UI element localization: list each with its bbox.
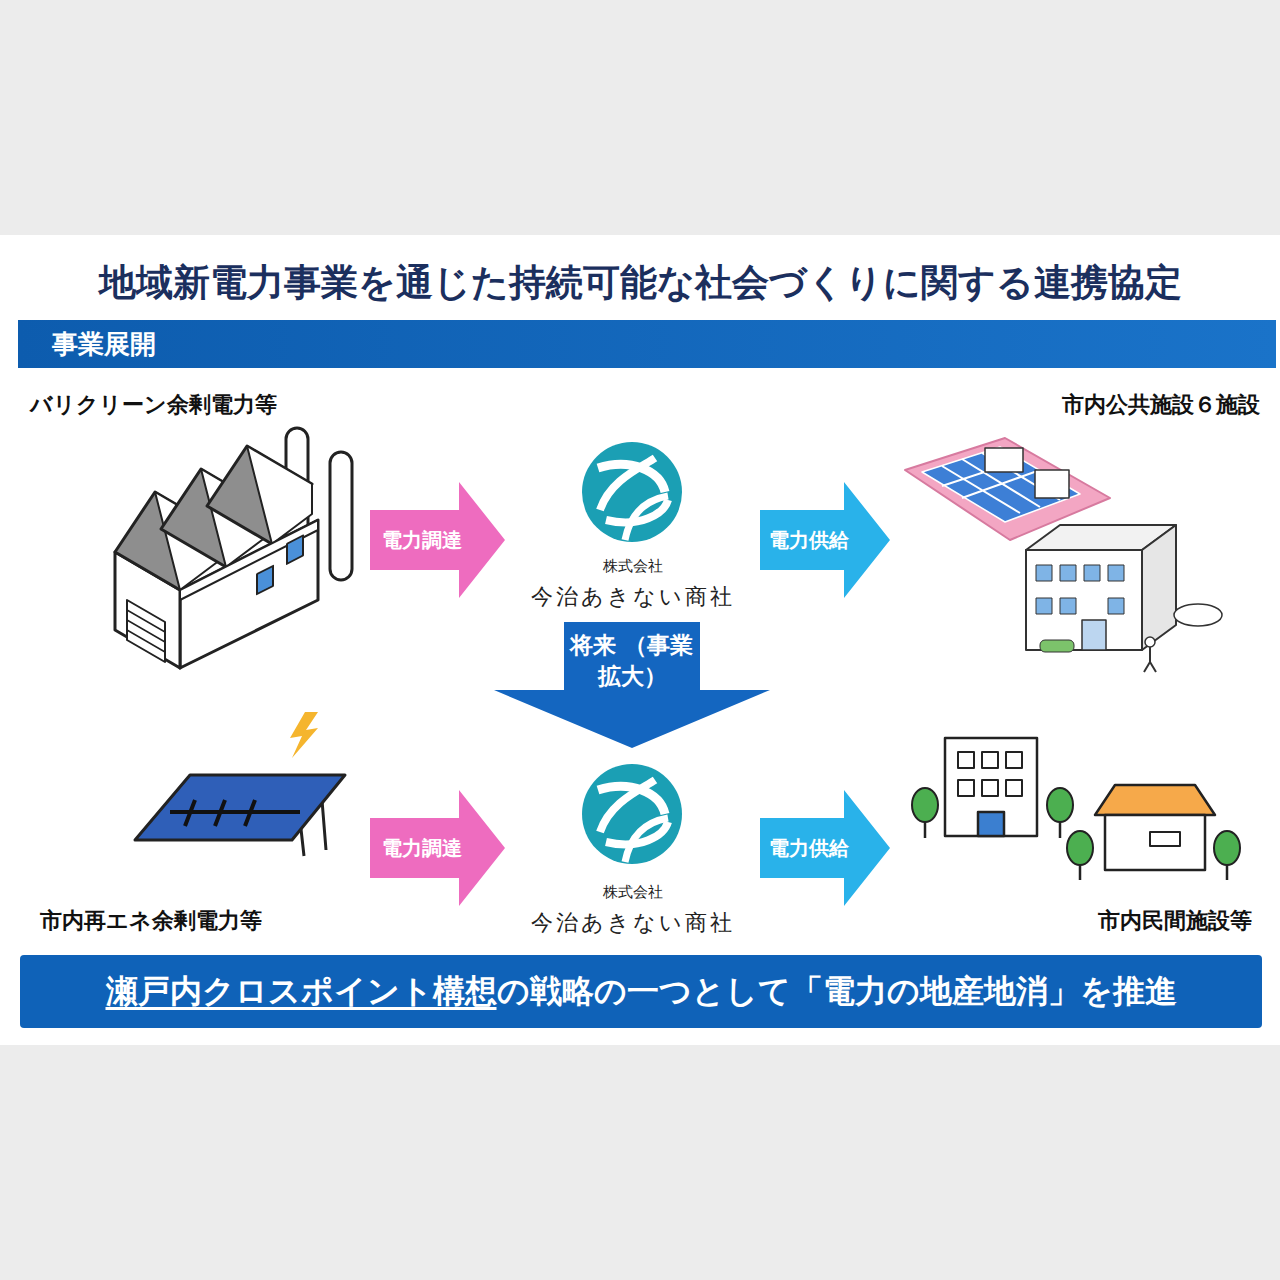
- flow-arrow: [370, 790, 505, 906]
- summary-band: 瀬戸内クロスポイント構想の戦略の一つとして「電力の地産地消」を推進: [20, 955, 1262, 1028]
- node-label: バリクリーン余剰電力等: [30, 390, 277, 420]
- company-node: 株式会社今治あきない商社: [515, 445, 750, 612]
- company-type: 株式会社: [603, 557, 663, 576]
- arrow-label: 電力供給: [760, 510, 858, 570]
- private-facilities-illustration: [912, 738, 1240, 880]
- source-box: 市内再エネ余剰電力等: [30, 700, 360, 936]
- flow-arrow: [760, 482, 890, 598]
- section-heading: 事業展開: [52, 327, 1276, 362]
- arrow-label: 電力調達: [370, 510, 473, 570]
- company-logo: [582, 442, 682, 542]
- public-facilities-illustration: [905, 438, 1222, 672]
- company-node: 株式会社今治あきない商社: [515, 758, 750, 938]
- node-label: 市内再エネ余剰電力等: [40, 906, 262, 936]
- node-label: 市内民間施設等: [1098, 906, 1252, 936]
- company-logo: [582, 764, 682, 864]
- solar-panel-illustration: [135, 712, 345, 856]
- destination-box: 市内公共施設６施設: [900, 390, 1260, 680]
- summary-text: 瀬戸内クロスポイント構想: [106, 970, 497, 1014]
- destination-box: 市内民間施設等: [900, 725, 1252, 936]
- section-band: 事業展開: [18, 320, 1276, 368]
- company-name: 今治あきない商社: [531, 582, 735, 612]
- expansion-arrow: [494, 622, 770, 748]
- arrow-label: 将来 （事業拡大）: [494, 630, 770, 726]
- summary-text: の戦略の一つとして「電力の地産地消」を推進: [497, 970, 1177, 1014]
- source-box: バリクリーン余剰電力等: [30, 390, 360, 670]
- node-label: 市内公共施設６施設: [1062, 390, 1260, 420]
- flow-arrow: [760, 790, 890, 906]
- flow-arrow: [370, 482, 505, 598]
- company-type: 株式会社: [603, 883, 663, 902]
- factory-illustration: [115, 428, 352, 668]
- company-name: 今治あきない商社: [531, 908, 735, 938]
- diagram-title: 地域新電力事業を通じた持続可能な社会づくりに関する連携協定: [0, 258, 1280, 308]
- arrow-label: 電力供給: [760, 818, 858, 878]
- arrow-label: 電力調達: [370, 818, 473, 878]
